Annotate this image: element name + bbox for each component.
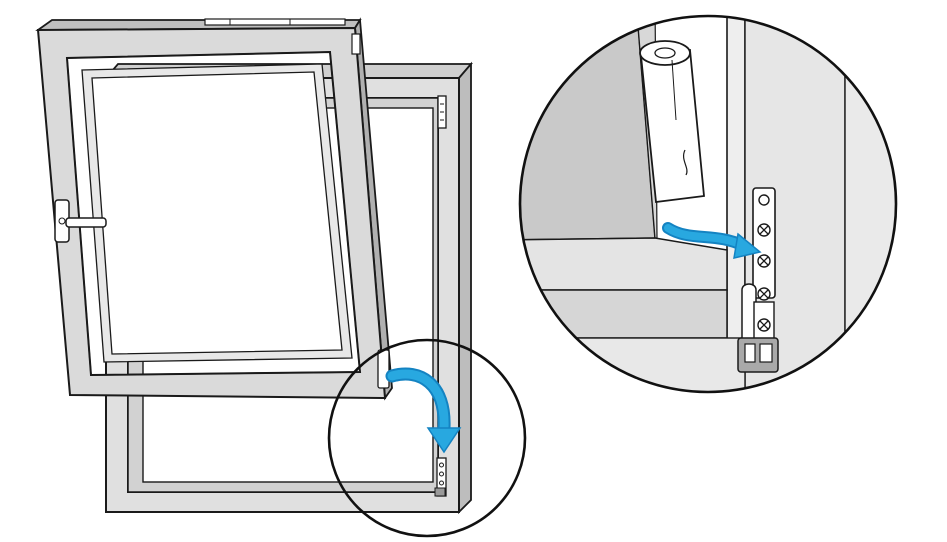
detail-hinge-plate xyxy=(752,187,776,301)
magnified-circle xyxy=(518,14,898,394)
detail-lower-hinge xyxy=(737,283,779,373)
window-sash xyxy=(35,17,393,401)
frame-right-depth xyxy=(458,61,472,515)
detail-highlight-circle xyxy=(327,338,527,538)
sash-glass xyxy=(91,71,343,355)
sash-bottom-hinge-pin xyxy=(377,349,390,389)
arrow-head-down xyxy=(426,427,462,454)
frame-upper-hinge xyxy=(437,95,447,129)
magnified-detail xyxy=(518,14,898,394)
detail-hinge-pin xyxy=(639,40,705,204)
sash-top-hinge xyxy=(351,33,361,55)
arrow-head-right xyxy=(733,232,762,259)
sash-top-hardware xyxy=(204,18,346,26)
frame-lower-hinge xyxy=(434,457,447,497)
sash-handle xyxy=(54,199,107,243)
detail-sash-corner xyxy=(520,16,656,241)
detail-frame-bottom xyxy=(520,237,728,291)
